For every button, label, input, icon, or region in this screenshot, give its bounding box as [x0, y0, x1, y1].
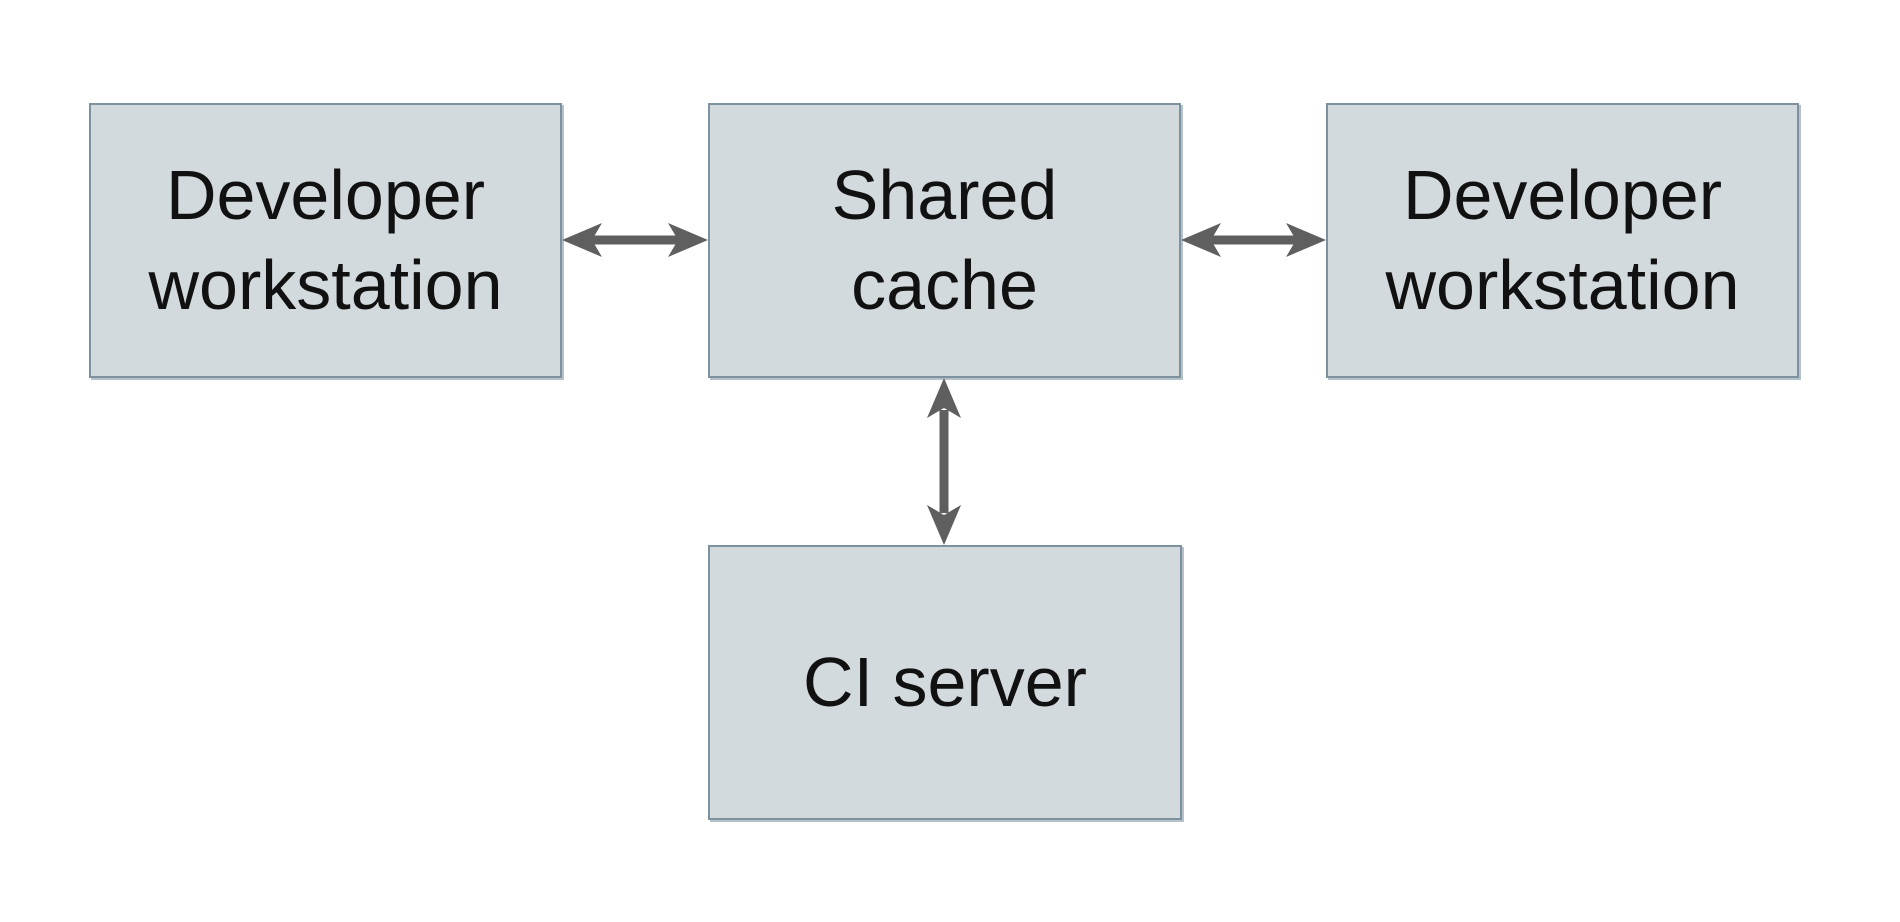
bidirectional-arrow-workstation-left-to-shared-cache — [562, 223, 708, 257]
node-ci-server: CI server — [708, 545, 1182, 820]
node-label: CI server — [803, 642, 1087, 721]
node-label: Developer workstation — [148, 155, 503, 324]
node-developer-workstation-right: Developer workstation — [1326, 103, 1799, 378]
node-shared-cache: Shared cache — [708, 103, 1181, 378]
node-label: Developer workstation — [1385, 155, 1740, 324]
node-developer-workstation-left: Developer workstation — [89, 103, 562, 378]
bidirectional-arrow-shared-cache-to-workstation-right — [1181, 223, 1326, 257]
node-label: Shared cache — [831, 155, 1058, 324]
bidirectional-arrow-shared-cache-to-ci-server — [927, 378, 961, 545]
